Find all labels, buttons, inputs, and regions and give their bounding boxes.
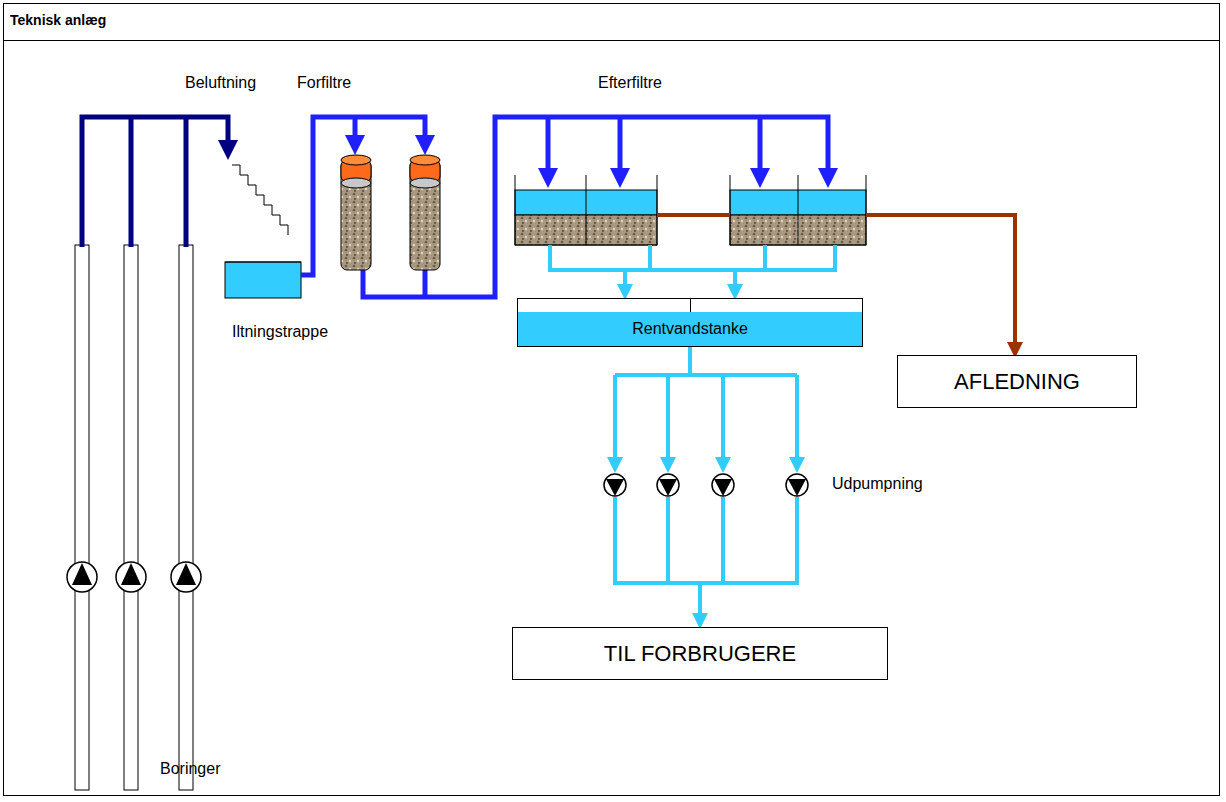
- tank-box: Rentvandstanke: [517, 298, 863, 347]
- node-text: TIL FORBRUGERE: [604, 641, 796, 667]
- node-text: AFLEDNING: [954, 369, 1080, 395]
- tank-divider: [690, 299, 691, 312]
- part-label: Efterfiltre: [598, 74, 662, 92]
- diagram-title: Teknisk anlæg: [10, 12, 106, 28]
- part-label: Forfiltre: [297, 74, 351, 92]
- water-pipe: [690, 347, 700, 621]
- part-label: Iltningstrappe: [232, 323, 328, 341]
- part-label: Boringer: [160, 760, 220, 778]
- part-label: Udpumpning: [832, 475, 923, 493]
- node-text: Rentvandstanke: [632, 320, 748, 338]
- part-label: Beluftning: [185, 74, 256, 92]
- outlet-box: AFLEDNING: [897, 355, 1137, 408]
- consumer-box: TIL FORBRUGERE: [512, 627, 888, 680]
- header-rule: [3, 40, 1220, 41]
